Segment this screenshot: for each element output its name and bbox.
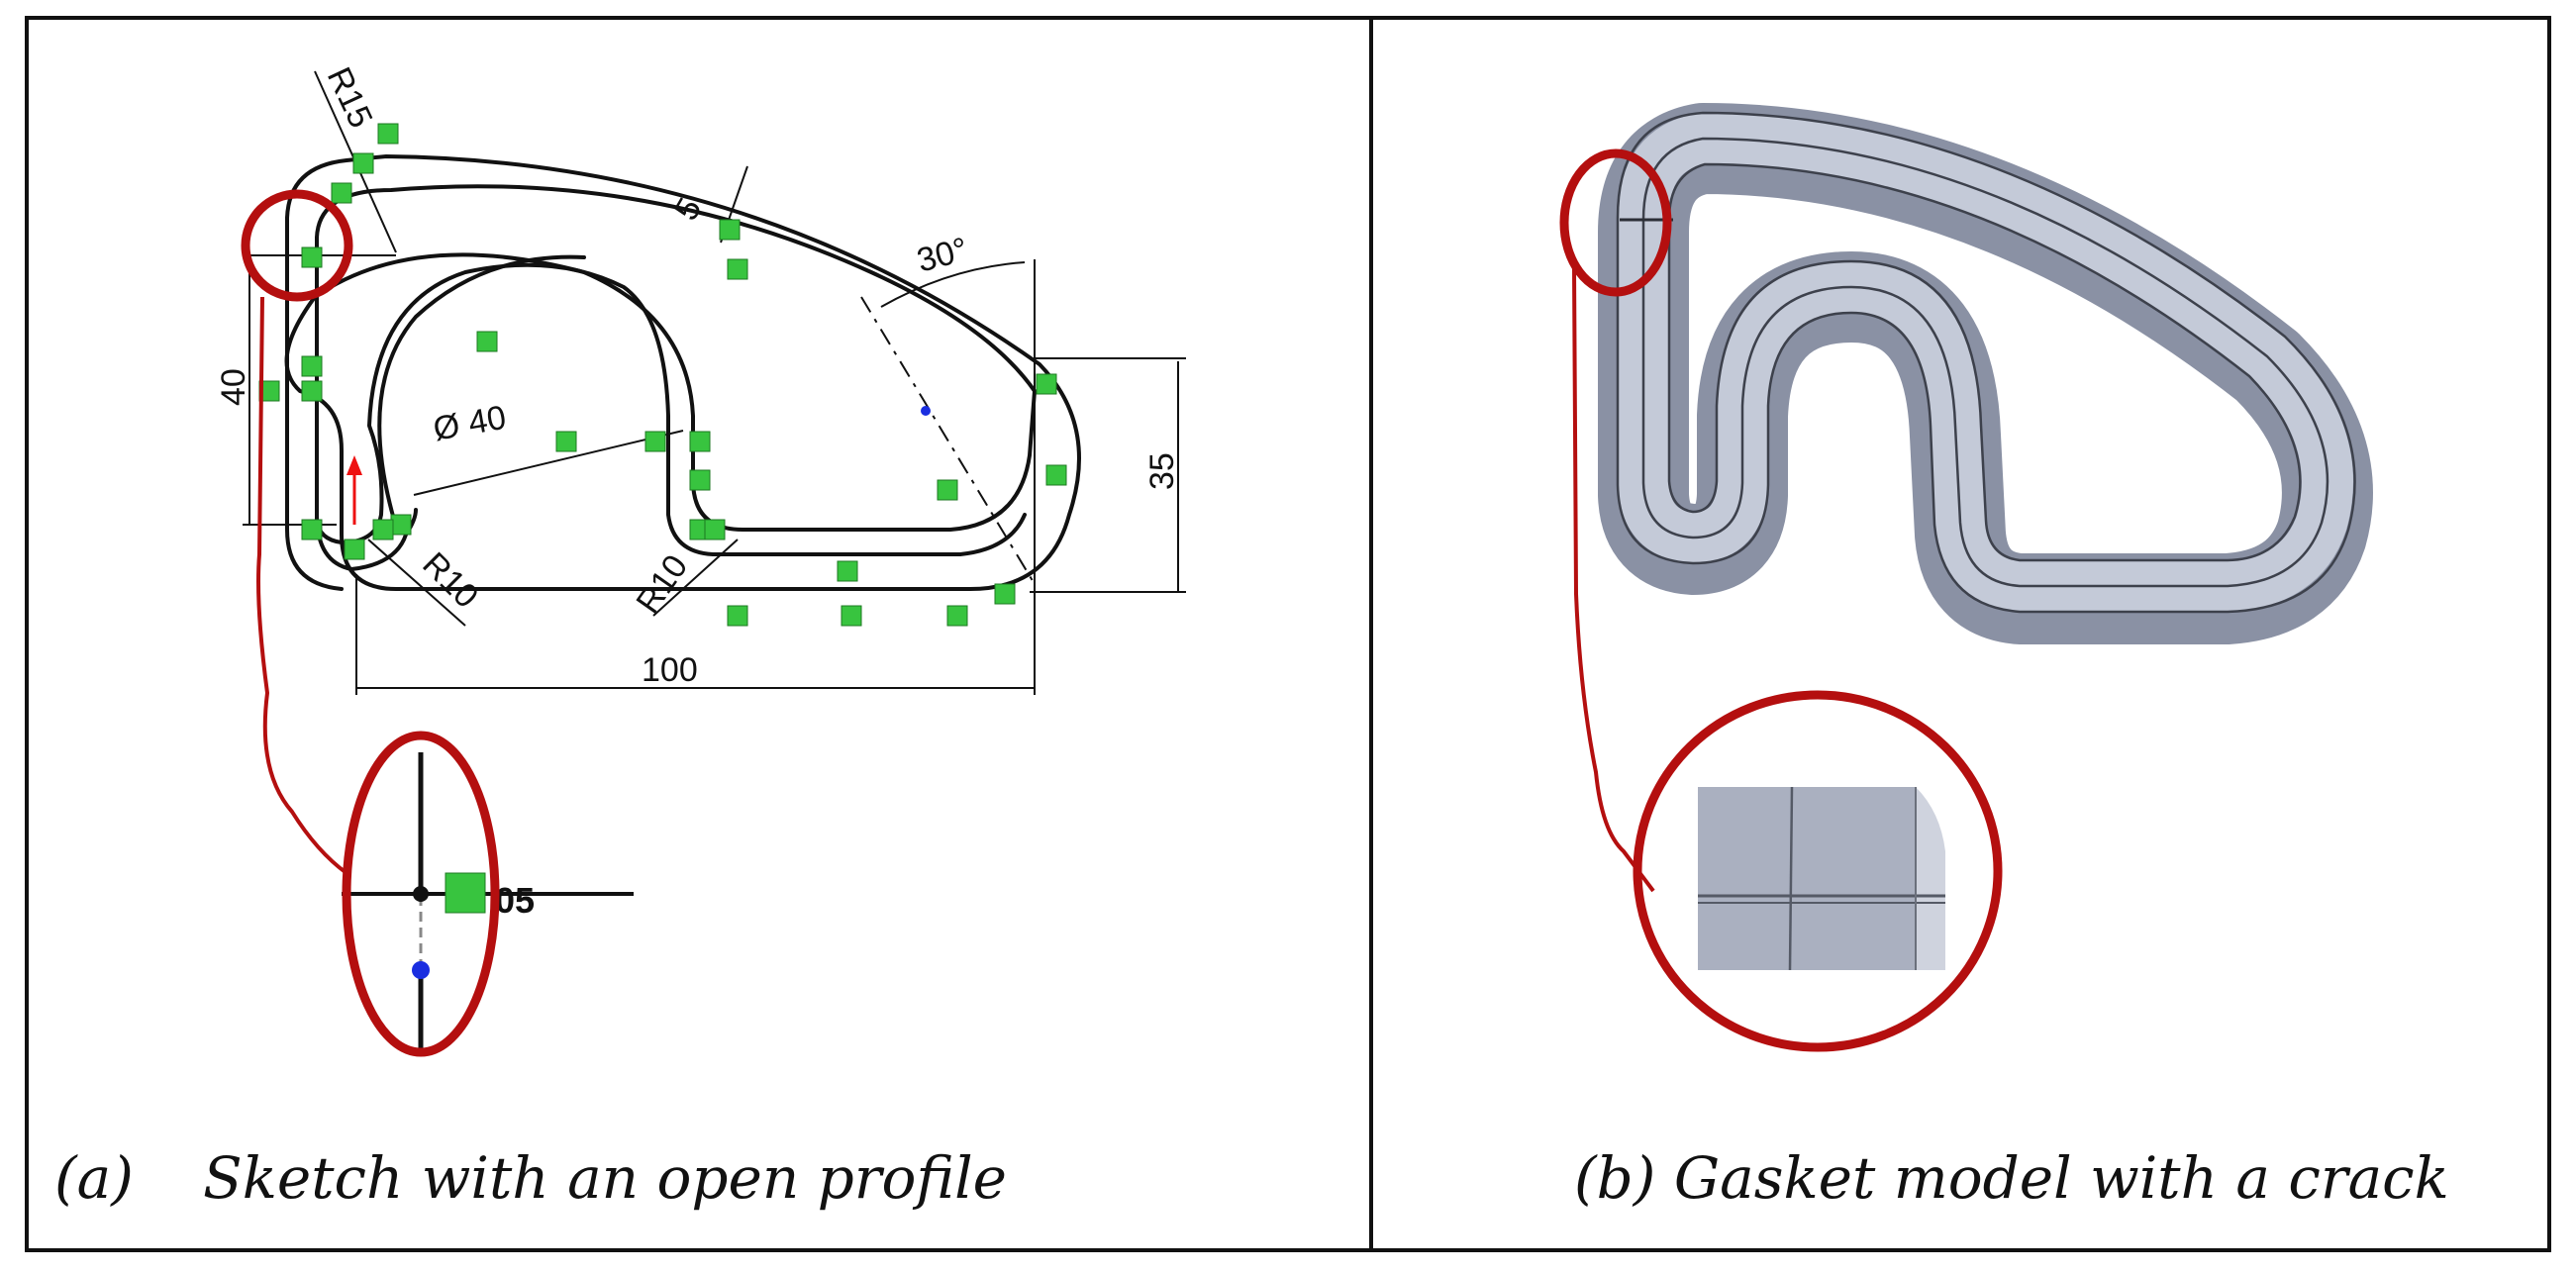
panel-a-sketch: R15 5 30° 40 Ø 40 35 R10 R10 100 05 (a) … [54, 61, 1186, 1212]
crack-highlight-ellipse [241, 189, 353, 302]
origin-arrow-head [347, 455, 362, 475]
dim-leader-r10-left [367, 539, 466, 627]
dim-line-diameter [413, 430, 684, 496]
gasket-center-line [1641, 137, 2329, 588]
crack-highlight-ellipse-b [1559, 148, 1672, 297]
sketch-inner-contour [315, 236, 1027, 556]
dim-diameter: Ø 40 [431, 399, 509, 448]
caption-a-text: Sketch with an open profile [203, 1144, 1007, 1212]
caption-a-letter: (a) [54, 1144, 134, 1212]
gasket-edge-inner [1667, 162, 2302, 562]
dim-r15: R15 [320, 61, 380, 134]
dim-r10-left: R10 [415, 545, 485, 616]
dim-arc-angle [880, 261, 1026, 308]
figure-frame [25, 16, 2551, 1252]
dim-r10-right: R10 [629, 548, 695, 621]
sketch-inner-arc [377, 254, 586, 522]
dim-height-left: 40 [215, 368, 252, 406]
zoom-detail-b [1698, 786, 1945, 971]
highlight-leader-line-b [1572, 266, 1655, 893]
center-point [921, 406, 931, 416]
dim-width: 100 [642, 651, 698, 689]
dim-leader-r10-right [652, 539, 739, 617]
zoom-circle-b [1633, 690, 2003, 1052]
zoom-circle-a [342, 731, 500, 1057]
highlight-leader-line [256, 296, 348, 875]
panel-b-gasket: (b) Gasket model with a crack [1559, 103, 2449, 1212]
dim-height-right: 35 [1143, 452, 1181, 490]
gasket-edge-outer [1616, 111, 2356, 614]
relation-markers [258, 123, 1067, 627]
sketch-left-wall [285, 216, 344, 591]
centerline [860, 296, 1036, 585]
caption-b-text: (b) Gasket model with a crack [1574, 1144, 2449, 1212]
zoom-detail-a [342, 752, 634, 1049]
zoom-label: 05 [495, 880, 535, 921]
